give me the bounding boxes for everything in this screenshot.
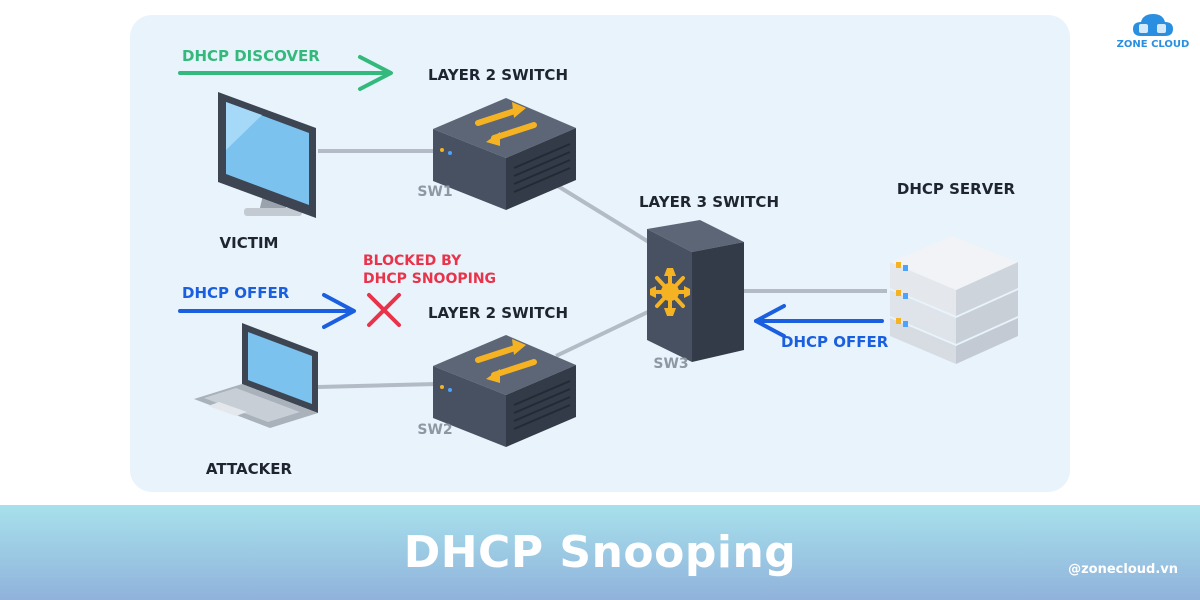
dhcp-server-label: DHCP SERVER (897, 180, 1016, 198)
layer3-switch-label: LAYER 3 SWITCH (639, 193, 779, 211)
dhcp-discover-arrow (178, 55, 393, 91)
victim-label: VICTIM (220, 234, 279, 252)
layer2-switch-top-label: LAYER 2 SWITCH (428, 66, 568, 84)
footer-banner: DHCP Snooping @zonecloud.vn (0, 505, 1200, 600)
social-handle: @zonecloud.vn (1068, 562, 1178, 577)
layer2-switch-icon (433, 98, 576, 210)
sw1-label: SW1 (417, 184, 452, 200)
server-icon (890, 236, 1018, 364)
link-sw2-sw3 (555, 308, 653, 358)
dhcp-offer-right-label: DHCP OFFER (781, 333, 889, 351)
link-sw1-sw3 (546, 178, 654, 246)
sw2-label: SW2 (417, 422, 452, 438)
dhcp-offer-right-arrow (754, 304, 884, 338)
blocked-x-icon (367, 293, 401, 327)
attacker-label: ATTACKER (206, 460, 293, 478)
page-title: DHCP Snooping (403, 527, 797, 578)
dhcp-offer-left-label: DHCP OFFER (182, 284, 290, 302)
link-attacker-sw2 (317, 382, 438, 389)
blocked-label-line1: BLOCKED BY (363, 253, 462, 269)
laptop-icon (194, 323, 318, 428)
layer3-switch-icon (647, 220, 744, 362)
layer2-switch-icon (433, 335, 576, 447)
cloud-logo-icon (1133, 14, 1173, 36)
sw3-label: SW3 (653, 356, 688, 372)
brand-logo: ZONE CLOUD (1113, 10, 1193, 54)
brand-logo-text: ZONE CLOUD (1116, 39, 1190, 50)
blocked-label-line2: DHCP SNOOPING (363, 271, 496, 287)
monitor-icon (218, 92, 316, 218)
dhcp-offer-left-arrow (178, 293, 356, 329)
layer2-switch-bottom-label: LAYER 2 SWITCH (428, 304, 568, 322)
network-diagram: DHCP DISCOVER DHCP OFFER BLOCKED BY DHCP… (178, 47, 1018, 478)
dhcp-discover-label: DHCP DISCOVER (182, 47, 320, 65)
